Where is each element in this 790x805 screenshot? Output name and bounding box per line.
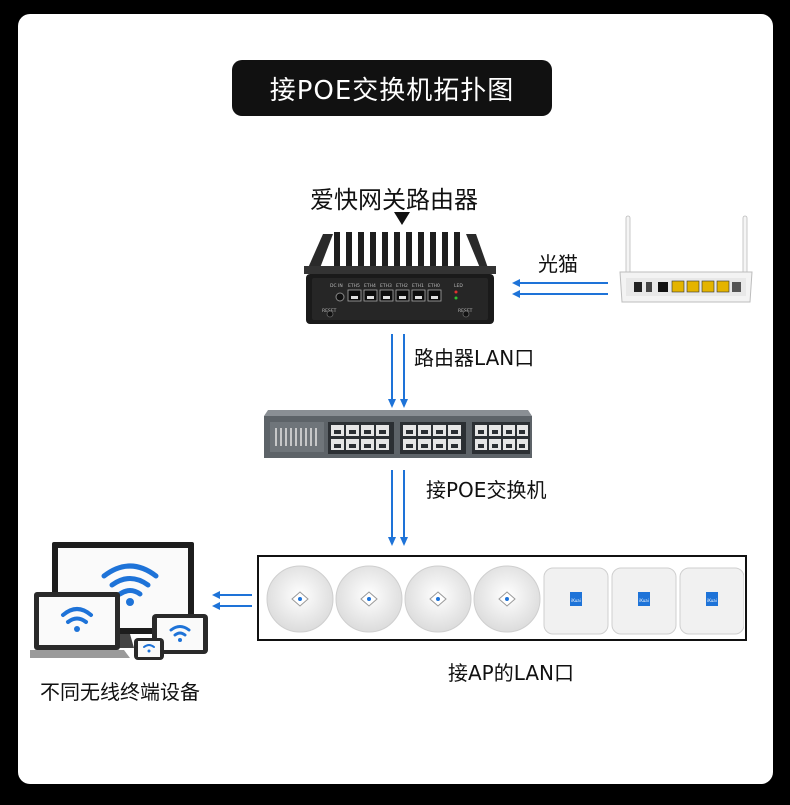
modem-to-router-arrows bbox=[512, 279, 608, 298]
router-device: DC IN ETH5 ETH4 ETH3 ETH2 ETH1 ETH0 LED … bbox=[304, 232, 496, 324]
wireless-terminals bbox=[30, 542, 208, 660]
svg-text:iKuai: iKuai bbox=[571, 598, 581, 603]
port-label-eth4: ETH4 bbox=[364, 283, 376, 289]
ceiling-ap-4 bbox=[473, 565, 541, 633]
panel-ap-1: iKuai bbox=[543, 567, 609, 635]
down-triangle-icon bbox=[394, 212, 410, 225]
router-lan-label: 路由器LAN口 bbox=[414, 346, 535, 370]
port-label-eth2: ETH2 bbox=[396, 283, 408, 289]
ceiling-ap-1 bbox=[266, 565, 334, 633]
router-label: 爱快网关路由器 bbox=[310, 186, 478, 214]
wifi-icon bbox=[101, 563, 159, 597]
svg-text:iKuai: iKuai bbox=[639, 598, 649, 603]
modem-label: 光猫 bbox=[538, 252, 578, 276]
ap-to-terminal-arrows bbox=[212, 591, 252, 610]
terminals-label: 不同无线终端设备 bbox=[40, 680, 200, 704]
svg-text:iKuai: iKuai bbox=[707, 598, 717, 603]
poe-switch-device bbox=[264, 410, 532, 458]
switch-to-ap-arrows bbox=[388, 470, 408, 546]
phone-device bbox=[134, 638, 164, 660]
optical-modem-device bbox=[619, 215, 753, 303]
router-to-switch-arrows bbox=[388, 334, 408, 408]
access-points: iKuai iKuai iKuai bbox=[266, 565, 744, 635]
port-label-eth1: ETH1 bbox=[412, 283, 424, 289]
port-label-eth3: ETH3 bbox=[380, 283, 392, 289]
ceiling-ap-3 bbox=[404, 565, 472, 633]
ceiling-ap-2 bbox=[335, 565, 403, 633]
page-title: 接POE交换机拓扑图 bbox=[232, 60, 552, 116]
port-label-eth0: ETH0 bbox=[428, 283, 440, 289]
port-label-led: LED bbox=[454, 283, 463, 289]
ap-lan-label: 接AP的LAN口 bbox=[448, 661, 574, 685]
poe-switch-label: 接POE交换机 bbox=[426, 478, 547, 502]
panel-ap-3: iKuai bbox=[679, 567, 744, 635]
port-label-dcin: DC IN bbox=[330, 283, 343, 289]
port-label-eth5: ETH5 bbox=[348, 283, 360, 289]
wifi-icon-laptop bbox=[61, 607, 93, 624]
laptop-device bbox=[30, 592, 130, 658]
panel-ap-2: iKuai bbox=[611, 567, 677, 635]
